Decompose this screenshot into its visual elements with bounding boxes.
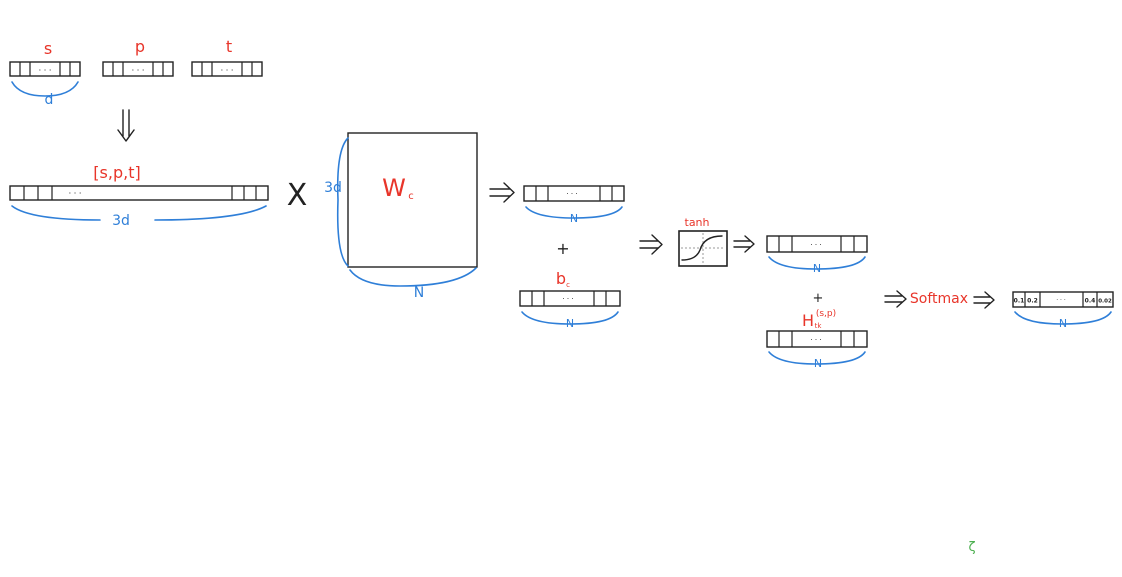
tanh-curve-icon: [681, 235, 723, 261]
label-N-out: N: [570, 212, 578, 225]
label-N-matrix: N: [414, 285, 424, 301]
vector-bias: b c · · · N: [519, 269, 621, 330]
implies-arrow-icon-2: [639, 234, 663, 255]
prob-first: 0.1: [1014, 298, 1025, 305]
implies-arrow-icon-3: [733, 235, 755, 253]
vector-p: p · · ·: [102, 37, 174, 77]
label-3d-bottom: 3d: [112, 213, 130, 229]
vector-tanh: · · · N: [766, 235, 868, 275]
vector-concat-box: [9, 185, 269, 201]
vector-product: · · · N: [523, 185, 625, 225]
multiply-sign: X: [287, 178, 308, 213]
label-H-sub: tk: [815, 322, 823, 330]
vector-product-box: [523, 185, 625, 202]
ellipsis-s: · · ·: [39, 66, 52, 75]
vector-t-box: [191, 61, 263, 77]
prob-second: 0.2: [1027, 298, 1038, 305]
label-t: t: [226, 37, 232, 56]
matrix-wc: 3d W c N: [324, 132, 478, 301]
label-concat: [s,p,t]: [93, 163, 140, 182]
ellipsis-probabilities: · · ·: [1056, 297, 1066, 304]
brace-N-matrix: [349, 267, 477, 287]
ellipsis-p: · · ·: [132, 66, 145, 75]
label-tanh: tanh: [685, 216, 710, 229]
brace-3d-side: [336, 137, 349, 267]
prob-last: 0.02: [1098, 299, 1112, 305]
vector-s-box: [9, 61, 81, 77]
ellipsis-concat: · · ·: [69, 189, 82, 198]
vector-concat: [s,p,t] · · · 3d: [9, 163, 269, 229]
label-weight-sub: c: [408, 191, 414, 202]
label-N-H: N: [814, 357, 822, 370]
implies-arrow-icon: [489, 182, 515, 203]
vector-p-box: [102, 61, 174, 77]
brace-d: [11, 81, 79, 97]
implies-arrow-icon-4: [884, 290, 907, 308]
label-H-sup: (s,p): [816, 309, 836, 319]
label-d: d: [45, 92, 54, 108]
label-H: H: [802, 311, 814, 330]
label-N-bias: N: [566, 317, 574, 330]
label-N-final: N: [1059, 317, 1067, 330]
label-bias: b: [556, 269, 566, 288]
ellipsis-tanh: · · ·: [810, 241, 821, 249]
prob-third-last: 0.4: [1085, 298, 1096, 305]
stray-mark: ζ: [968, 540, 975, 555]
vector-t: t · · ·: [191, 37, 263, 77]
label-weight: W: [382, 174, 406, 202]
implies-arrow-icon-5: [973, 291, 995, 309]
vector-probabilities-box: [1012, 291, 1114, 308]
label-s: s: [44, 39, 52, 58]
vector-probabilities: 0.1 0.2 · · · 0.4 0.02 N: [1012, 291, 1114, 330]
brace-3d: [11, 205, 267, 221]
vector-s: s · · · d: [9, 39, 81, 108]
ellipsis-H: · · ·: [810, 336, 821, 344]
label-bias-sub: c: [566, 281, 570, 289]
vector-bias-box: [519, 290, 621, 307]
ellipsis-product: · · ·: [566, 190, 577, 198]
ellipsis-bias: · · ·: [562, 295, 573, 303]
plus-sign-2: +: [813, 291, 824, 306]
label-3d-side: 3d: [324, 180, 342, 196]
matrix-wc-box: [347, 132, 478, 268]
plus-sign-1: +: [556, 239, 569, 258]
label-softmax: Softmax: [910, 291, 968, 307]
label-p: p: [135, 37, 145, 56]
double-down-arrow-icon: [117, 109, 135, 142]
vector-H: H (s,p) tk · · · N: [766, 309, 868, 370]
tanh-activation: tanh: [678, 216, 728, 267]
ellipsis-t: · · ·: [221, 66, 234, 75]
label-N-tanh: N: [813, 262, 821, 275]
